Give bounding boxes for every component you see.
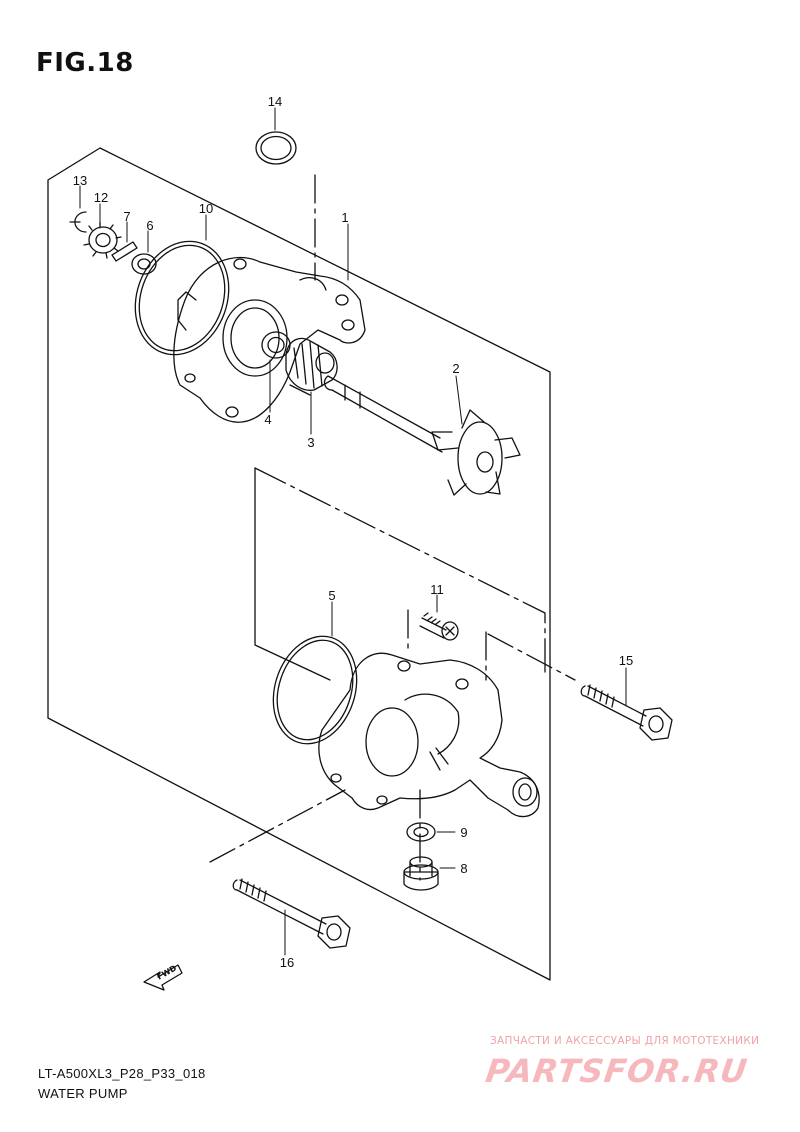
callout-numbers: 1 2 3 4 5 6 7 8 9 10 11 12 13 14 15 16: [73, 94, 633, 970]
impeller-shaft-2: [323, 375, 521, 496]
callout-4: 4: [264, 412, 271, 427]
leader-lines: [79, 107, 627, 956]
callout-12: 12: [94, 190, 108, 205]
callout-11: 11: [430, 582, 444, 597]
figure-name: WATER PUMP: [38, 1086, 128, 1101]
frame-outline: [47, 147, 551, 981]
figure-title: FIG.18: [36, 48, 134, 78]
callout-1: 1: [341, 210, 348, 225]
bolt-15: [580, 684, 673, 741]
callout-7: 7: [123, 209, 130, 224]
e-clip-13: [69, 211, 87, 233]
cover-frame-left: [254, 467, 331, 681]
washer-6: [131, 253, 157, 275]
callout-13: 13: [73, 173, 87, 188]
callout-14: 14: [268, 94, 282, 109]
o-ring-10: [134, 240, 230, 356]
pin-7: [111, 241, 138, 262]
callout-3: 3: [307, 435, 314, 450]
bolt-16: [232, 878, 351, 949]
cover-frame-outline: [254, 467, 546, 673]
o-ring-14: [255, 131, 297, 165]
callout-10: 10: [199, 201, 213, 216]
pump-cover: [318, 652, 540, 818]
watermark-tagline: ЗАПЧАСТИ И АКСЕССУАРЫ ДЛЯ МОТОТЕХНИКИ: [490, 1035, 760, 1047]
fwd-arrow-icon: [143, 964, 183, 991]
mechanical-seal-3: [285, 337, 338, 391]
callout-8: 8: [460, 861, 467, 876]
callout-16: 16: [280, 955, 294, 970]
pump-case-1: [173, 256, 366, 423]
callout-6: 6: [146, 218, 153, 233]
callout-9: 9: [460, 825, 467, 840]
callout-5: 5: [328, 588, 335, 603]
o-ring-5: [272, 635, 358, 745]
drain-bolt-8: [403, 856, 439, 891]
watermark-logo: PARTSFOR.RU: [483, 1052, 751, 1090]
screw-11: [419, 612, 459, 641]
callout-15: 15: [619, 653, 633, 668]
assembly-axis-lines: [209, 174, 576, 881]
washer-9: [406, 822, 436, 842]
figure-code: LT-A500XL3_P28_P33_018: [38, 1066, 206, 1081]
callout-2: 2: [452, 361, 459, 376]
